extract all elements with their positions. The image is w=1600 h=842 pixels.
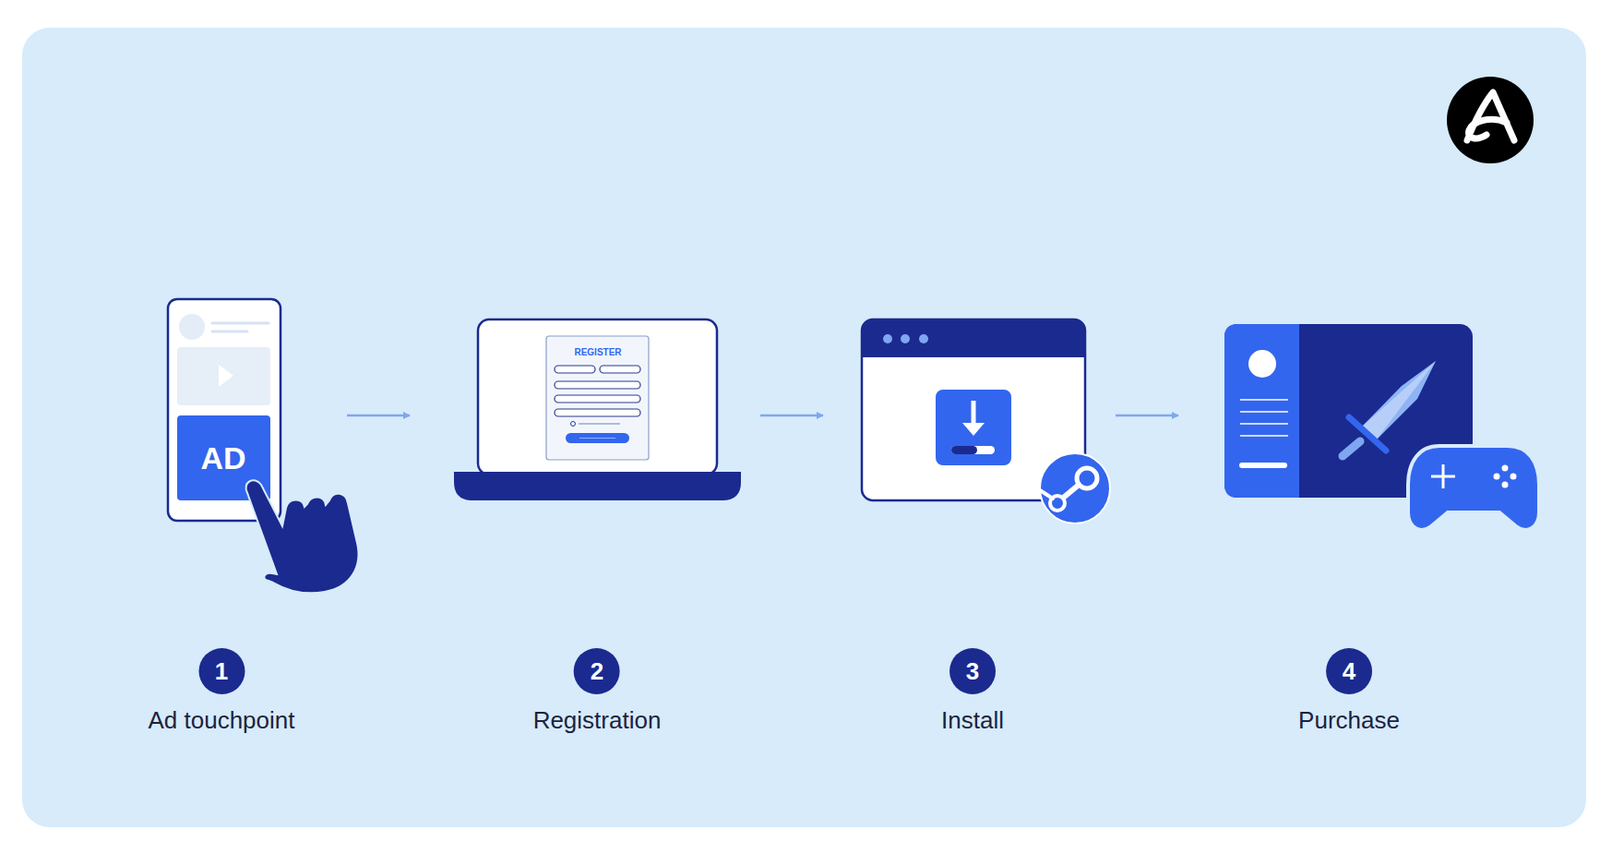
step-label: Install	[941, 705, 1004, 735]
flow-arrow	[346, 414, 410, 418]
brand-logo	[1446, 76, 1534, 164]
flow-arrow	[1115, 414, 1179, 418]
step-caption: 3Install	[941, 647, 1004, 735]
step-column: 4Purchase	[1180, 276, 1554, 757]
hand-pointer	[246, 479, 359, 593]
steam-icon	[1039, 453, 1111, 524]
sword	[1342, 360, 1436, 456]
phone-illustration	[167, 298, 359, 593]
step-label: Ad touchpoint	[147, 705, 295, 735]
ad-text: AD	[200, 441, 246, 474]
step-column: 3Install	[824, 276, 1114, 757]
step-caption: 1 Ad touchpoint	[147, 647, 295, 735]
gamepad	[1408, 445, 1540, 530]
flow-arrow	[760, 414, 824, 418]
step-label: Registration	[533, 705, 662, 735]
step-caption: 2Registration	[533, 647, 662, 735]
step-column: 1 Ad touchpoint	[138, 276, 346, 757]
step-number: 1	[198, 647, 245, 694]
form-title: REGISTER	[573, 347, 621, 358]
step-number: 3	[949, 647, 996, 694]
step-label: Purchase	[1298, 705, 1400, 735]
background-panel	[22, 27, 1587, 827]
laptop-illustration	[453, 319, 741, 501]
step-caption: 4Purchase	[1298, 647, 1400, 735]
step-number: 2	[573, 647, 621, 694]
step-number: 4	[1325, 647, 1373, 694]
install-window	[861, 319, 1111, 524]
game-store-illustration	[1224, 323, 1540, 530]
